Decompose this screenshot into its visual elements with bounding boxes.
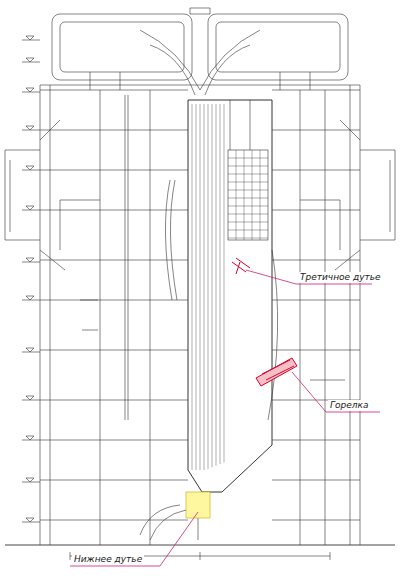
grid-line	[252, 150, 253, 240]
grid-line	[228, 222, 268, 223]
grid-line	[244, 150, 245, 240]
tube	[224, 104, 225, 462]
callout-label: Горелка	[328, 400, 370, 411]
elevation-mark	[22, 396, 40, 400]
highlights	[232, 258, 297, 386]
tube	[208, 104, 209, 469]
tube	[196, 104, 197, 470]
tube	[200, 104, 201, 470]
grid-line	[228, 174, 268, 175]
leader-lines	[70, 270, 380, 566]
grid-line	[228, 230, 268, 231]
elevation-mark	[22, 88, 40, 92]
grid-line	[228, 206, 268, 207]
tube	[204, 104, 205, 470]
grid-line	[236, 150, 237, 240]
grid-line	[260, 150, 261, 240]
elevation-mark	[22, 166, 40, 170]
elevation-mark	[22, 518, 40, 522]
elevation-mark	[22, 58, 40, 62]
grid-line	[228, 166, 268, 167]
grid-line	[228, 238, 268, 239]
grid-line	[228, 158, 268, 159]
grid-line	[228, 182, 268, 183]
callout-label: Нижнее дутье	[72, 554, 144, 565]
elevation-mark	[22, 206, 40, 210]
elevation-mark	[22, 36, 40, 40]
elevation-mark	[22, 478, 40, 482]
grid-line	[228, 214, 268, 215]
grid-line	[228, 198, 268, 199]
steel-frame	[5, 85, 395, 545]
top-housings	[52, 8, 348, 95]
elevation-mark	[22, 258, 40, 262]
tube	[212, 104, 213, 467]
callout-label: Третичное дутье	[298, 272, 383, 283]
elevation-mark	[22, 126, 40, 130]
tube	[192, 104, 193, 470]
bottom-duct	[5, 492, 395, 560]
tube	[220, 104, 221, 464]
grid-line	[228, 190, 268, 191]
elevation-mark	[22, 348, 40, 352]
elevation-mark	[22, 436, 40, 440]
furnace	[188, 100, 278, 492]
tube	[216, 104, 217, 466]
pipes	[80, 95, 345, 420]
elevation-markers	[22, 36, 40, 522]
elevation-mark	[22, 296, 40, 300]
